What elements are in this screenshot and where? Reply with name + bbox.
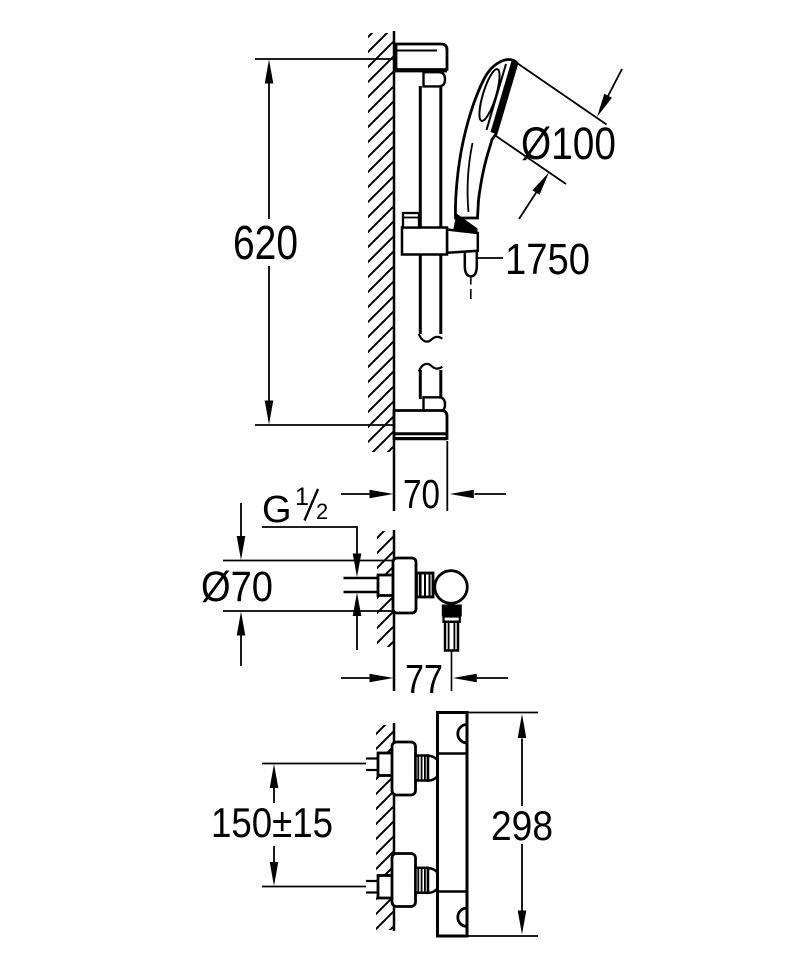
shower-rail (417, 86, 444, 399)
escutcheon (390, 852, 417, 908)
holder-body (400, 226, 449, 256)
arrow-down-icon (517, 910, 527, 935)
arrow-down-icon (264, 400, 274, 425)
dimension-thread-size: G 1 2 (262, 483, 362, 650)
dimension-hand-shower-diameter: Ø100 (495, 62, 623, 220)
knob-profile-top (456, 723, 468, 745)
outlet-pipe (443, 620, 460, 652)
spray-face-band (490, 61, 517, 134)
supply-pipe (343, 576, 379, 594)
arrow-up-icon (352, 592, 362, 616)
arrow-right-icon (369, 673, 394, 683)
dim-label-escutcheon-diameter: Ø70 (201, 563, 273, 611)
arrow-right-icon (369, 489, 394, 499)
wall-section-top (368, 31, 396, 511)
knob-profile-bottom (456, 906, 468, 928)
view-thermostat: 150±15 (211, 711, 553, 938)
dimension-body-height: 298 (467, 711, 553, 937)
view-shower-rail-set: 620 (233, 31, 623, 517)
slide-holder (400, 211, 480, 256)
dimension-wall-offset: 70 (341, 441, 506, 517)
rail-break-lower (417, 362, 444, 372)
dim-label-head-diameter: Ø100 (521, 118, 616, 169)
hand-shower (454, 58, 519, 220)
valve-knob (433, 569, 469, 605)
arrow-left-icon (452, 673, 477, 683)
thermostat-body (436, 711, 469, 938)
rail-top-collar (422, 71, 447, 88)
dimension-hose-length: 1750 (477, 235, 590, 284)
fraction-slash (303, 488, 320, 521)
arrow-down-icon (236, 536, 246, 560)
arrow-up-icon (269, 764, 279, 788)
thread-label-numerator: 1 (295, 483, 309, 511)
holder-receiver (445, 228, 480, 255)
dimension-depth-from-wall: 77 (341, 656, 508, 702)
arrow-up-icon (236, 611, 246, 636)
rail-bottom-bracket (392, 396, 449, 441)
arrow-down-icon (352, 553, 362, 577)
dim-label-hose-length: 1750 (505, 235, 590, 284)
wall-union-valve (376, 556, 469, 691)
arrow-up-icon (264, 59, 274, 84)
wall-nut (376, 751, 394, 777)
outlet-flange (441, 604, 462, 617)
dimension-inlet-distance: 150±15 (211, 762, 378, 888)
arrow-down-icon (269, 862, 279, 886)
dim-label-inlet-distance: 150±15 (211, 799, 333, 846)
dim-label-body-height: 298 (491, 802, 553, 849)
inlet-union-top (366, 740, 442, 797)
wall-hatching (368, 33, 394, 452)
arrow-diagonal-icon (597, 93, 612, 117)
spray-plate (478, 68, 501, 122)
view-valve: Ø70 G (201, 483, 508, 702)
arrow-diagonal-icon (532, 172, 549, 195)
dimension-escutcheon-diameter: Ø70 (201, 503, 394, 666)
dim-label-wall-offset: 70 (403, 471, 440, 517)
handle-inner-line (466, 142, 474, 213)
holder-knob (401, 211, 421, 229)
dim-label-rail-length: 620 (233, 217, 298, 270)
rail-break-upper (417, 333, 444, 343)
wall-nut (376, 874, 394, 900)
wall-nut (376, 573, 395, 597)
dim-label-depth: 77 (405, 656, 443, 702)
thread-label-denominator: 2 (316, 499, 328, 524)
handle-cone (453, 213, 478, 233)
escutcheon (390, 740, 417, 797)
arrow-up-icon (517, 714, 527, 738)
dimension-rail-length: 620 (233, 58, 393, 426)
inlet-union-bottom (366, 852, 442, 908)
thread-label-g: G (262, 489, 292, 531)
arrow-left-icon (449, 489, 474, 499)
escutcheon (391, 556, 418, 615)
